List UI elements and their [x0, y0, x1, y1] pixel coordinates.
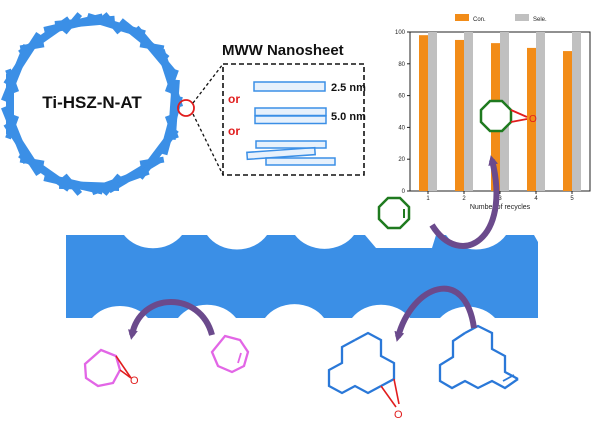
selectivity-bar	[572, 32, 581, 191]
protruding-nanosheet	[5, 68, 20, 94]
x-tick-label: 2	[462, 196, 466, 202]
nanosheet-title: MWW Nanosheet	[222, 42, 344, 59]
cyclooctene-oxide-ring	[479, 99, 513, 133]
hollow-zeolite-sphere	[1, 12, 184, 196]
y-tick-label: 20	[398, 157, 405, 163]
cycloheptene-double-bond	[237, 352, 242, 364]
nanosheet-segment	[1, 105, 31, 165]
cyclododecene-molecule	[438, 324, 519, 390]
legend-swatch	[515, 14, 529, 21]
cyclooctene-oxide-bond-2	[510, 118, 528, 123]
x-tick-label: 4	[534, 196, 538, 202]
cyclododecene-oxide-bond-2	[393, 378, 400, 405]
protruding-nanosheet	[101, 12, 122, 35]
legend-label: Sele.	[533, 17, 547, 23]
protruding-nanosheet	[139, 41, 165, 52]
or-label-1: or	[228, 92, 240, 106]
stacked-nanosheets	[246, 140, 336, 166]
legend-label: Con.	[473, 17, 486, 23]
cycloheptene-molecule	[210, 334, 250, 374]
thickness-label-5-0nm: 5.0 nm	[331, 111, 366, 123]
protruding-nanosheet	[19, 156, 45, 167]
conversion-bar	[527, 47, 536, 192]
cycloheptene-oxide-bond-2	[119, 369, 132, 379]
x-tick-label: 5	[570, 196, 574, 202]
x-tick-label: 3	[498, 196, 502, 202]
cyclododecene-oxide-bond-1	[380, 385, 397, 408]
cycloheptene-oxide-bond-1	[115, 355, 132, 379]
protruding-nanosheet	[5, 114, 20, 140]
zoom-indicator-circle	[177, 99, 195, 117]
x-tick-label: 1	[426, 196, 430, 202]
single-layer-nanosheet	[253, 81, 326, 92]
cyclododecene-reaction-arrow	[394, 285, 477, 342]
protruding-nanosheet	[19, 41, 45, 52]
zoom-leader-line-bottom	[192, 113, 224, 176]
y-tick-label: 100	[395, 30, 406, 36]
protruding-nanosheet	[139, 156, 165, 167]
cyclooctene-reaction-arrow	[429, 155, 500, 249]
protruding-nanosheet	[164, 114, 179, 140]
zoom-leader-line-top	[192, 63, 224, 104]
cyclooctene-oxide-bond-1	[510, 109, 528, 118]
conversion-bar	[419, 35, 428, 192]
double-layer-nanosheet-bottom	[254, 115, 327, 125]
conversion-bar	[455, 39, 464, 192]
catalyst-label: Ti-HSZ-N-AT	[42, 93, 142, 112]
protruding-nanosheet	[164, 68, 179, 94]
selectivity-bar	[428, 32, 437, 191]
double-layer-nanosheet-top	[254, 107, 327, 117]
cyclododecene-double-bond	[502, 374, 515, 382]
thickness-label-2-5nm: 2.5 nm	[331, 82, 366, 94]
y-tick-label: 40	[398, 125, 405, 131]
cycloheptene-oxide-oxygen: O	[130, 375, 139, 387]
cycloheptene-oxide-ring	[83, 348, 122, 388]
protruding-nanosheet	[62, 173, 83, 196]
legend-swatch	[455, 14, 469, 21]
selectivity-bar	[464, 32, 473, 191]
y-tick-label: 0	[402, 189, 406, 195]
x-axis-title: Number of recycles	[470, 204, 531, 211]
protruding-nanosheet	[101, 173, 122, 196]
cyclooctene-oxide-oxygen: O	[529, 114, 537, 125]
cyclododecene-oxide-molecule	[327, 331, 396, 395]
nanosheet-inset-box	[222, 63, 365, 176]
or-label-2: or	[228, 124, 240, 138]
cyclooctene-molecule	[377, 196, 411, 230]
protruding-nanosheet	[62, 12, 83, 35]
cycloheptene-reaction-arrow	[128, 299, 215, 340]
y-tick-label: 80	[398, 62, 405, 68]
conversion-bar	[563, 51, 572, 191]
selectivity-bar	[536, 32, 545, 191]
y-tick-label: 60	[398, 94, 405, 100]
cyclododecene-oxide-oxygen: O	[394, 409, 403, 421]
